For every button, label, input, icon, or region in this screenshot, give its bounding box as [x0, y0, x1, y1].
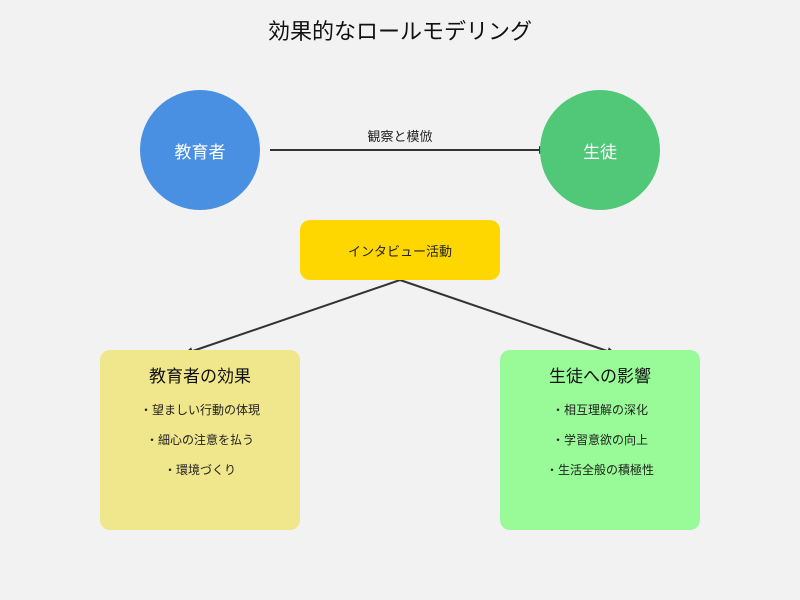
teacher-effects-panel: 教育者の効果 ・望ましい行動の体現 ・細心の注意を払う ・環境づくり	[100, 350, 300, 530]
arrow-to-teacher-effects	[183, 279, 401, 355]
list-item: ・環境づくり	[163, 463, 236, 477]
teacher-node: 教育者	[140, 90, 260, 210]
student-node: 生徒	[540, 90, 660, 210]
teacher-effects-title: 教育者の効果	[149, 367, 251, 387]
student-effects-panel: 生徒への影響 ・相互理解の深化 ・学習意欲の向上 ・生活全般の積極性	[500, 350, 700, 530]
list-item: ・生活全般の積極性	[545, 463, 654, 477]
teacher-node-label: 教育者	[174, 142, 226, 163]
student-effects-title: 生徒への影響	[549, 367, 651, 387]
arrow-to-student-effects	[399, 279, 617, 355]
list-item: ・望ましい行動の体現	[139, 403, 260, 417]
diagram-title: 効果的なロールモデリング	[267, 20, 532, 45]
student-node-label: 生徒	[583, 142, 617, 163]
list-item: ・細心の注意を払う	[145, 433, 254, 447]
observation-label: 観察と模倣	[367, 130, 433, 145]
list-item: ・学習意欲の向上	[551, 433, 648, 447]
list-item: ・相互理解の深化	[551, 403, 648, 417]
interview-activity-node: インタビュー活動	[300, 220, 500, 280]
teacher-effects-list: ・望ましい行動の体現 ・細心の注意を払う ・環境づくり	[100, 395, 300, 485]
interview-activity-label: インタビュー活動	[347, 244, 452, 260]
student-effects-list: ・相互理解の深化 ・学習意欲の向上 ・生活全般の積極性	[500, 395, 700, 485]
